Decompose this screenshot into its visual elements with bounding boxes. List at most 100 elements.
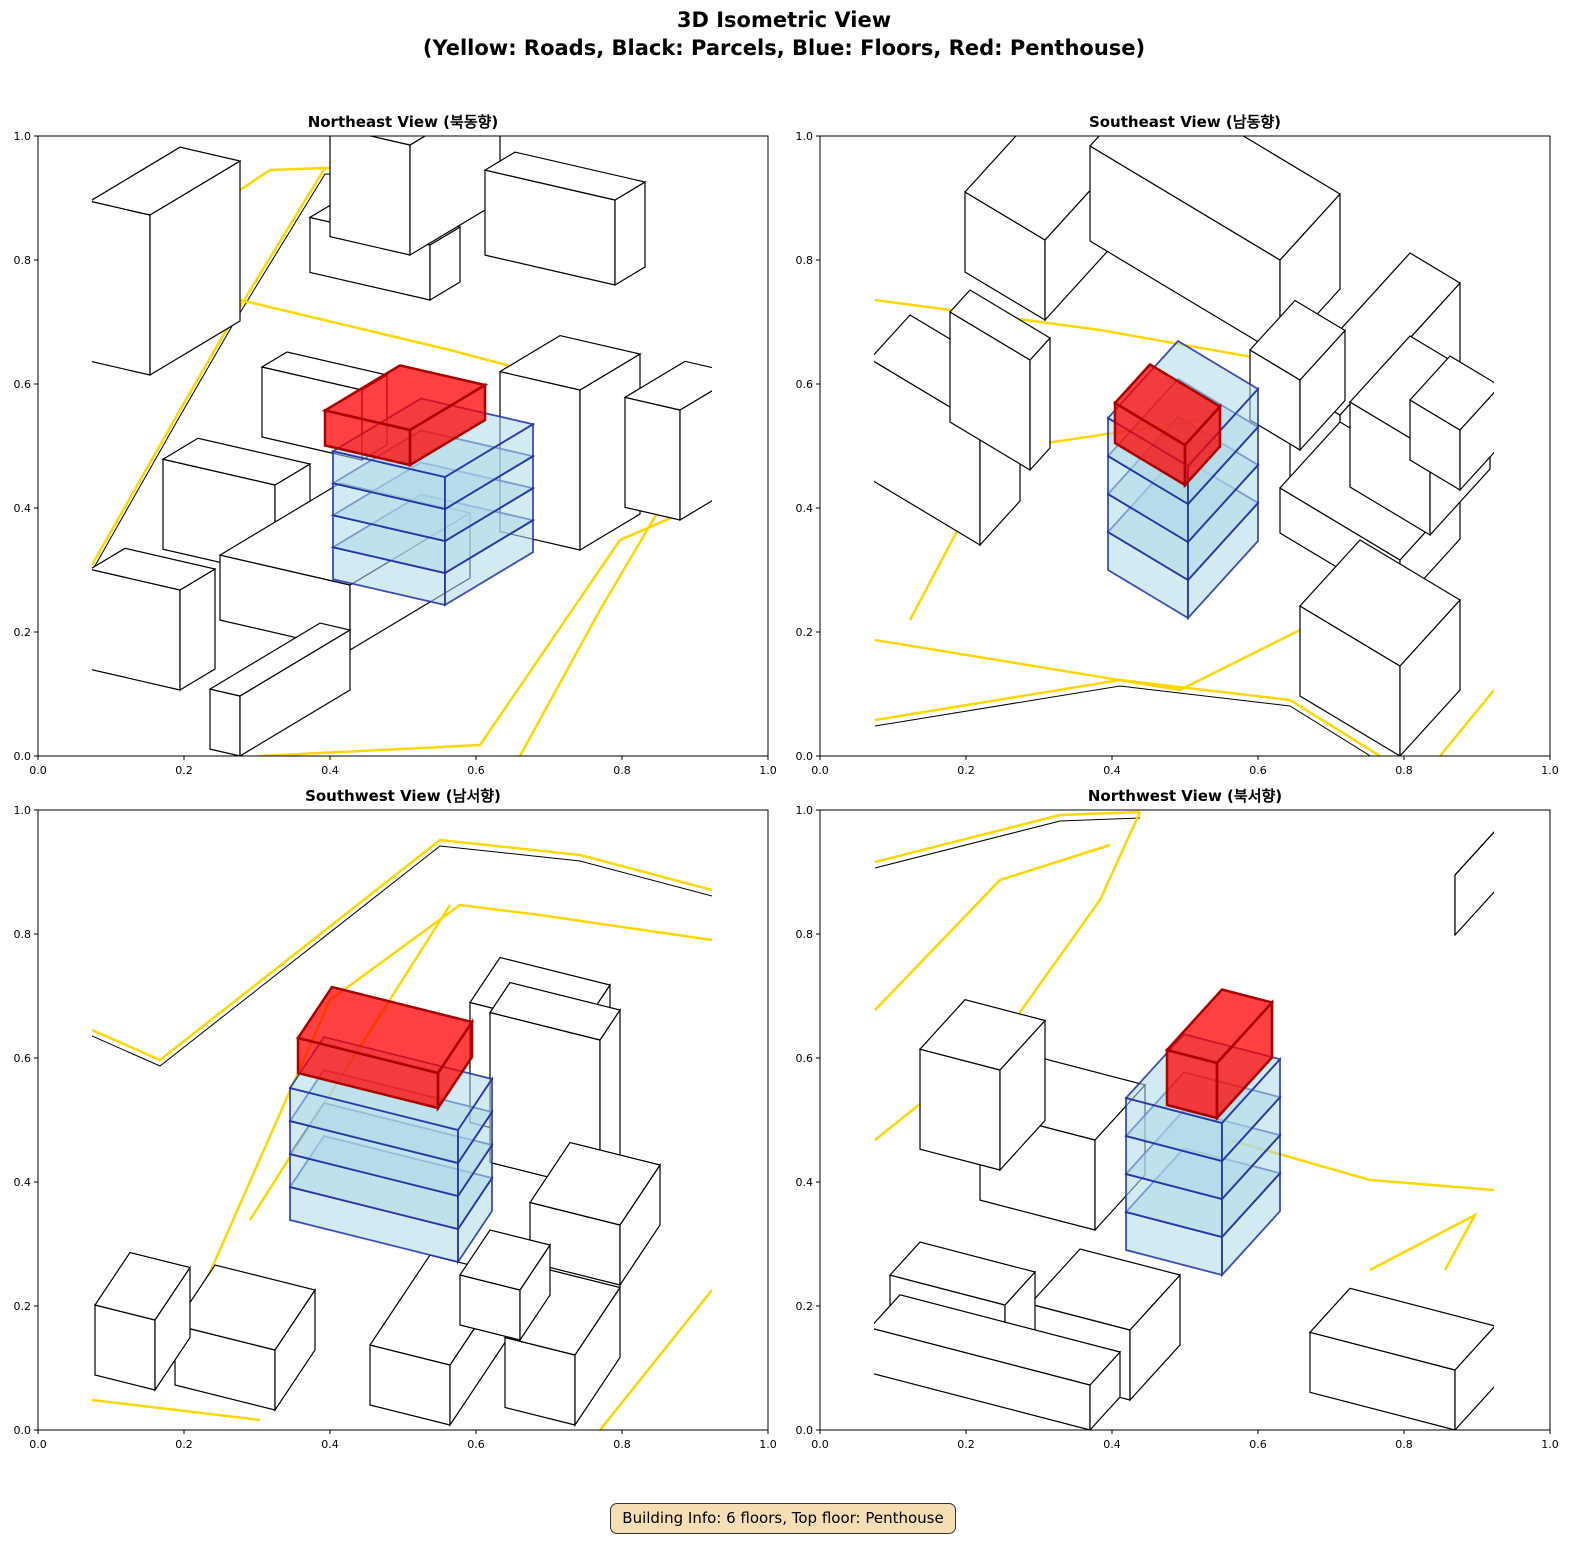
y-tick-label: 0.4 [796,1176,814,1189]
neighbor-building-left-face [209,688,241,756]
x-tick-label: 0.2 [175,764,193,777]
x-tick-label: 1.0 [759,1438,777,1451]
neighbor-building [329,136,501,257]
neighbor-building [1308,1287,1494,1430]
neighbor-building-right-face [1029,336,1051,472]
neighbor-building-top-face [888,1241,1037,1306]
y-tick-label: 0.8 [796,928,814,941]
y-tick-label: 0.4 [796,502,814,515]
neighbor-building-top-face [1028,1248,1182,1331]
penthouse [295,985,475,1113]
x-tick-label: 0.2 [175,1438,193,1451]
neighbor-building [529,1141,661,1287]
neighbor-building-right-face [1459,391,1494,492]
neighbor-building [92,146,242,377]
figure-title: 3D Isometric View (Yellow: Roads, Black:… [0,6,1568,62]
penthouse [321,364,489,468]
x-tick-label: 1.0 [1541,1438,1559,1451]
panel-title-northwest: Northwest View (북서향) [1087,787,1283,805]
panel-title-northeast: Northeast View (북동향) [307,113,499,131]
neighbor-building [874,1294,1122,1430]
building-info-box: Building Info: 6 floors, Top floor: Pent… [610,1503,956,1534]
penthouse-top-face [1113,362,1222,447]
road-line [1439,689,1494,756]
panel-title-southeast: Southeast View (남동향) [1088,113,1282,131]
y-tick-label: 0.0 [796,750,814,763]
parcel-boundary [874,685,1372,756]
drawing-area [874,136,1494,756]
neighbor-building-top-face [1299,539,1461,667]
axes-frame [37,809,769,1431]
x-tick-label: 0.6 [1249,764,1267,777]
x-tick-label: 0.4 [321,764,339,777]
panel-title-southwest: Southwest View (남서향) [305,787,501,805]
penthouse-top-face [295,985,475,1075]
neighbor-building [208,622,352,756]
y-tick-label: 0.0 [14,750,32,763]
figure-title-line2: (Yellow: Roads, Black: Parcels, Blue: Fl… [422,36,1146,60]
neighbor-building-top-face [498,334,642,391]
road-line [599,1289,712,1430]
neighbor-building-top-face [489,981,621,1041]
neighbor-building [92,547,217,692]
road-line [259,498,712,756]
neighbor-building-top-face [1454,831,1494,876]
axes-frame [819,809,1551,1431]
road-line [874,678,1381,756]
y-tick-label: 0.0 [796,1424,814,1437]
neighbor-building-top-face [918,999,1047,1071]
neighbor-building-right-face [679,390,712,522]
neighbor-building [623,360,712,522]
neighbor-building [174,1264,316,1412]
road-line [874,843,1111,1011]
x-tick-label: 1.0 [759,764,777,777]
x-tick-label: 0.0 [811,1438,829,1451]
road-line [874,810,1141,864]
neighbor-building [94,1251,191,1392]
neighbor-building-top-face [368,136,427,146]
x-tick-label: 0.8 [1395,764,1413,777]
neighbor-building-top-face [94,1251,191,1321]
x-tick-label: 0.6 [1249,1438,1267,1451]
neighbor-building-left-face [329,136,411,256]
neighbor-building-top-face [483,151,647,201]
y-tick-label: 1.0 [796,804,814,817]
y-tick-label: 0.8 [14,928,32,941]
drawing-area [874,810,1494,1430]
neighbor-building [459,1229,551,1342]
neighbor-building [918,999,1047,1172]
x-tick-label: 0.8 [613,1438,631,1451]
neighbor-building-top-face [208,622,352,697]
x-tick-label: 0.6 [467,1438,485,1451]
y-tick-label: 0.4 [14,1176,32,1189]
neighbor-building-top-face [1308,1287,1494,1371]
penthouse [1164,988,1275,1122]
y-tick-label: 0.8 [14,254,32,267]
neighbor-building-top-face [161,437,312,486]
y-tick-label: 0.6 [14,378,32,391]
neighbor-building [483,151,647,287]
y-tick-label: 0.0 [14,1424,32,1437]
neighbor-building-top-face [623,360,712,411]
x-tick-label: 0.8 [1395,1438,1413,1451]
neighbor-building-right-face [1454,1326,1494,1430]
x-tick-label: 0.0 [811,764,829,777]
neighbor-building-right-face [409,136,501,257]
x-tick-label: 0.8 [613,764,631,777]
neighbor-building-left-face [92,201,151,376]
neighbor-building-top-face [949,289,1051,361]
neighbor-building-top-face [174,1264,316,1351]
neighbor-building-top-face [1249,299,1346,381]
x-tick-label: 0.0 [29,1438,47,1451]
y-tick-label: 1.0 [14,130,32,143]
y-tick-label: 1.0 [14,804,32,817]
y-tick-label: 0.6 [796,1052,814,1065]
drawing-area [92,136,712,756]
road-line [1369,1211,1479,1272]
neighbor-building-top-face [529,1141,661,1226]
axes-frame [819,135,1551,757]
neighbor-building-left-face [624,396,681,521]
neighbor-building-top-face [874,1294,1122,1386]
